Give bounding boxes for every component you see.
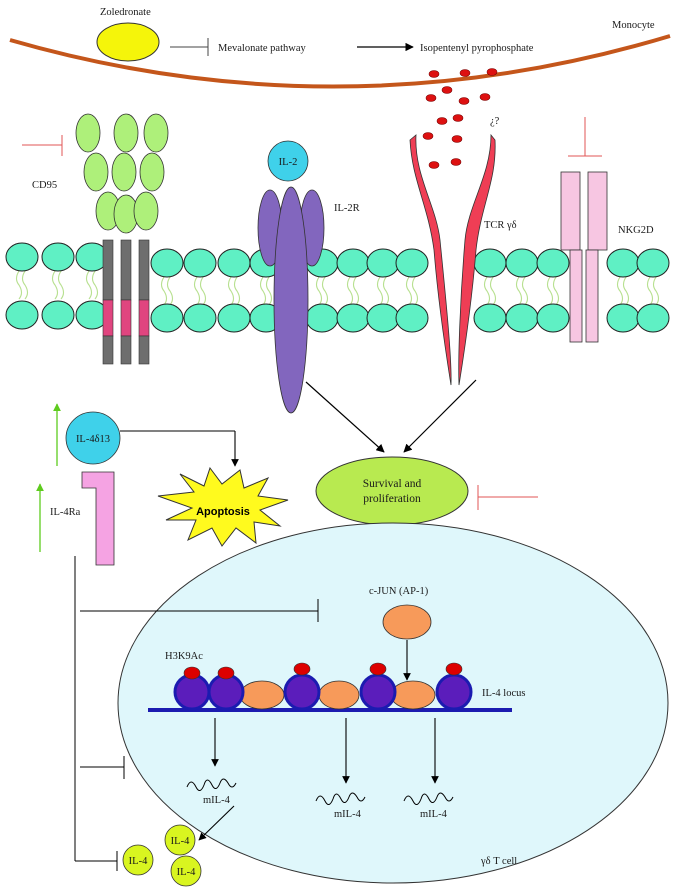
il4-secreted-2 xyxy=(122,844,154,876)
il4-label-1: IL-4 xyxy=(171,836,190,847)
cjun-node xyxy=(382,604,432,640)
il2r-label: IL-2R xyxy=(334,203,360,214)
mevalonate-label: Mevalonate pathway xyxy=(218,43,307,54)
h3k9ac-label: H3K9Ac xyxy=(165,651,203,662)
il4d13-to-apoptosis-arrow xyxy=(120,430,239,467)
question-label: ¿? xyxy=(490,116,500,127)
nkg2d-label: NKG2D xyxy=(618,225,654,236)
cjun-label: c-JUN (AP-1) xyxy=(369,586,429,597)
zoledronate-inhibits-mevalonate xyxy=(170,38,209,56)
il4-secreted-3 xyxy=(170,855,202,887)
mrna-squiggle-3 xyxy=(403,792,454,805)
membrane-lipid-bilayer xyxy=(5,242,670,333)
il2-label: IL-2 xyxy=(279,157,298,168)
nucleus xyxy=(117,522,669,884)
zoledronate-label: Zoledronate xyxy=(100,7,151,18)
il4d13-node xyxy=(65,411,121,465)
il4-label-3: IL-4 xyxy=(177,867,196,878)
cd95-label: CD95 xyxy=(32,180,57,191)
tcr-gd-receptor xyxy=(409,133,496,386)
ipp-label: Isopentenyl pyrophosphate xyxy=(420,43,534,54)
mil4-translation-arrow xyxy=(198,805,235,841)
nkg2d-receptor xyxy=(560,117,608,343)
il4ra-inhibition-network xyxy=(74,556,319,871)
il4-secreted-1 xyxy=(164,824,196,856)
monocyte-label: Monocyte xyxy=(612,20,655,31)
cd95-receptor xyxy=(22,113,169,365)
tcr-label: TCR γδ xyxy=(484,220,517,231)
il2-receptor xyxy=(257,186,325,414)
il2r-to-survival-arrow xyxy=(305,381,385,453)
il4-label-2: IL-4 xyxy=(129,856,148,867)
survival-inhibition-bar xyxy=(477,485,538,510)
tcr-to-survival-arrow xyxy=(403,379,477,453)
survival-label-line2: proliferation xyxy=(363,493,421,505)
apoptosis-label: Apoptosis xyxy=(196,506,250,518)
survival-proliferation-node xyxy=(315,456,469,526)
mil4-label-2: mIL-4 xyxy=(334,809,362,820)
il4d13-label: IL-4δ13 xyxy=(76,434,110,445)
monocyte-membrane xyxy=(9,34,671,89)
zoledronate-ellipse xyxy=(96,22,160,62)
il4-locus-label: IL-4 locus xyxy=(482,688,525,699)
nucleosomes xyxy=(173,662,473,711)
apoptosis-burst xyxy=(157,466,289,547)
gd-t-cell-label: γδ T cell xyxy=(480,856,517,867)
mrna-squiggle-1 xyxy=(186,778,237,791)
survival-label-line1: Survival and xyxy=(363,478,422,490)
mil4-label-3: mIL-4 xyxy=(420,809,448,820)
il4ra-label: IL-4Ra xyxy=(50,507,81,518)
il4ra-receptor xyxy=(81,471,115,566)
il2-ligand xyxy=(267,140,309,182)
ipp-dots xyxy=(422,68,498,169)
mrna-squiggle-2 xyxy=(315,792,366,805)
mil4-label-1: mIL-4 xyxy=(203,795,231,806)
